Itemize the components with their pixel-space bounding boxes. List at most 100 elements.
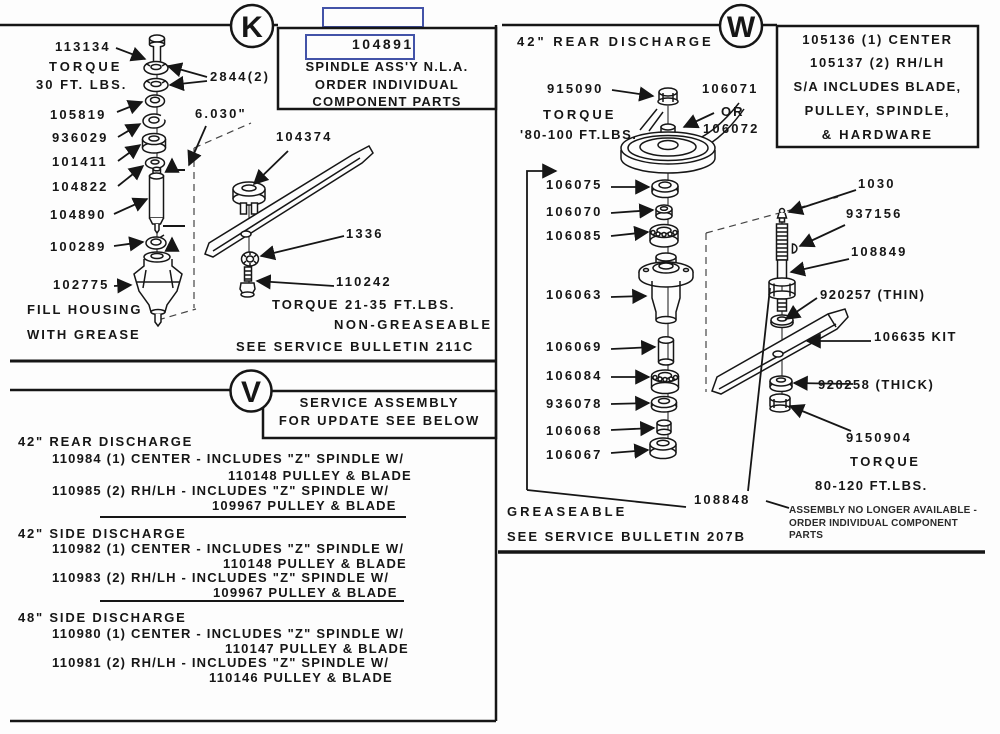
key-937156-drawing	[791, 243, 798, 254]
part-label-936029: 936029	[52, 130, 109, 145]
leader-arrows	[113, 46, 871, 509]
nut-915090-drawing	[657, 87, 679, 106]
highlighted-part-number: 104891	[352, 36, 414, 52]
part-label-106084: 106084	[546, 368, 603, 383]
part-label-torque: TORQUE	[850, 454, 921, 469]
part-label-920257-thin: 920257 (THIN)	[820, 287, 926, 302]
part-label-1030: 1030	[858, 176, 896, 191]
part-label-106063: 106063	[546, 287, 603, 302]
k-info-line-3: COMPONENT PARTS	[312, 94, 462, 109]
k-parts-drawing	[133, 34, 374, 328]
part-label-108849: 108849	[851, 244, 908, 259]
section-borders	[0, 3, 985, 723]
service-assembly-line-110148-pulley-blade: 110148 PULLEY & BLADE	[228, 468, 412, 483]
part-label-see-service-bulletin-207b: SEE SERVICE BULLETIN 207B	[507, 529, 747, 544]
section-letter-v: V	[241, 376, 261, 409]
part-label-non-greaseable: NON-GREASEABLE	[334, 317, 493, 332]
part-label-104822: 104822	[52, 179, 109, 194]
spacer-106069-drawing	[657, 336, 675, 366]
part-label-104890: 104890	[50, 207, 107, 222]
pulley-106071-drawing	[620, 102, 745, 174]
discharge-header-42-rear-discharge: 42" REAR DISCHARGE	[18, 434, 194, 449]
discharge-header-48-side-discharge: 48" SIDE DISCHARGE	[18, 610, 187, 625]
part-label-torque: TORQUE	[543, 107, 617, 122]
blade-k-drawing	[204, 144, 374, 258]
part-label-106070: 106070	[546, 204, 603, 219]
v-service-line-1: SERVICE ASSEMBLY	[299, 395, 460, 410]
service-assembly-line-110980-1-center-includes-z-spindle-w: 110980 (1) CENTER - INCLUDES "Z" SPINDLE…	[52, 626, 405, 641]
part-label-106067: 106067	[546, 447, 603, 462]
part-label-9150904: 9150904	[846, 430, 913, 445]
ring-936029-drawing	[142, 113, 169, 129]
part-label-106069: 106069	[546, 339, 603, 354]
service-assembly-line-110985-2-rh-lh-includes-z-spindle-w: 110985 (2) RH/LH - INCLUDES "Z" SPINDLE …	[52, 483, 390, 498]
assembly-note-line-3: PARTS	[789, 530, 824, 541]
part-label-torque: TORQUE	[49, 59, 123, 74]
service-assembly-line-110983-2-rh-lh-includes-z-spindle-w: 110983 (2) RH/LH - INCLUDES "Z" SPINDLE …	[52, 570, 390, 585]
spacer-106070-drawing	[655, 204, 673, 221]
section-letter-w: W	[727, 11, 756, 44]
part-label-101411: 101411	[52, 154, 108, 169]
k-info-line-2: ORDER INDIVIDUAL	[314, 77, 460, 92]
section-letters: K V W	[241, 11, 756, 409]
part-label-6-030: 6.030"	[195, 106, 247, 121]
service-assembly-line-110148-pulley-blade: 110148 PULLEY & BLADE	[223, 556, 407, 571]
part-label-106071: 106071	[702, 81, 759, 96]
bearing-101411-drawing	[141, 132, 167, 154]
part-label-920258-thick: 920258 (THICK)	[818, 377, 935, 392]
w-info-line-1: 105136 (1) CENTER	[802, 32, 953, 47]
service-assembly-line-110982-1-center-includes-z-spindle-w: 110982 (1) CENTER - INCLUDES "Z" SPINDLE…	[52, 541, 405, 556]
discharge-header-42-side-discharge: 42" SIDE DISCHARGE	[18, 526, 187, 541]
part-label-937156: 937156	[846, 206, 903, 221]
part-label-42-rear-discharge: 42" REAR DISCHARGE	[517, 34, 714, 49]
part-label-fill-housing: FILL HOUSING	[27, 302, 143, 317]
part-label-106635-kit: 106635 KIT	[874, 329, 957, 344]
service-assembly-line-110146-pulley-blade: 110146 PULLEY & BLADE	[209, 670, 393, 685]
washer-105819-drawing	[144, 94, 166, 108]
washer-920258-drawing	[769, 375, 793, 393]
housing-106063-drawing	[638, 252, 694, 325]
part-label-915090: 915090	[547, 81, 604, 96]
part-label-100289: 100289	[50, 239, 107, 254]
part-label-102775: 102775	[53, 277, 110, 292]
service-assembly-line-110147-pulley-blade: 110147 PULLEY & BLADE	[225, 641, 409, 656]
part-label-105819: 105819	[50, 107, 107, 122]
bearing-106085-drawing	[649, 223, 679, 248]
assembly-note-line-2: ORDER INDIVIDUAL COMPONENT	[789, 517, 958, 529]
part-label-or: OR	[721, 104, 745, 119]
w-info-line-3: S/A INCLUDES BLADE,	[793, 79, 962, 94]
part-label-torque-21-35-ft-lbs: TORQUE 21-35 FT.LBS.	[272, 297, 456, 312]
housing-102775-drawing	[133, 251, 183, 328]
bearing-106084-drawing	[650, 369, 680, 395]
w-info-line-2: 105137 (2) RH/LH	[809, 55, 945, 70]
spacer-106068-drawing	[656, 419, 672, 436]
w-parts-drawing	[620, 87, 849, 460]
part-label-80-100-ft-lbs: '80-100 FT.LBS.	[520, 127, 638, 142]
part-label-30-ft-lbs: 30 FT. LBS.	[36, 77, 128, 92]
w-info-line-5: & HARDWARE	[821, 127, 934, 142]
part-label-106075: 106075	[546, 177, 603, 192]
washer-936078-drawing	[650, 395, 678, 413]
washer-1336-drawing	[240, 251, 260, 267]
part-label-110242: 110242	[336, 274, 392, 289]
service-assembly-line-110984-1-center-includes-z-spindle-w: 110984 (1) CENTER - INCLUDES "Z" SPINDLE…	[52, 451, 405, 466]
service-assembly-line-109967-pulley-blade: 109967 PULLEY & BLADE	[212, 498, 397, 513]
part-label-2844-2: 2844(2)	[210, 69, 271, 84]
assembly-note-line-1: ASSEMBLY NO LONGER AVAILABLE -	[789, 505, 978, 516]
k-info-line-1: SPINDLE ASS'Y N.L.A.	[305, 59, 469, 74]
part-label-106068: 106068	[546, 423, 603, 438]
highlight-box-104891	[305, 34, 415, 60]
w-info-line-4: PULLEY, SPINDLE,	[804, 103, 951, 118]
bolt-110242-drawing	[239, 266, 256, 298]
part-label-936078: 936078	[546, 396, 603, 411]
part-label-with-grease: WITH GREASE	[27, 327, 141, 342]
part-label-106085: 106085	[546, 228, 603, 243]
part-label-108848: 108848	[694, 492, 751, 507]
section-letter-k: K	[241, 11, 263, 44]
washer-106075-drawing	[651, 179, 679, 199]
assembly-note: ASSEMBLY NO LONGER AVAILABLE - ORDER IND…	[789, 505, 977, 543]
hub-104374-drawing	[232, 181, 266, 215]
shaft-104890-drawing	[148, 166, 165, 235]
part-label-see-service-bulletin-211c: SEE SERVICE BULLETIN 211C	[236, 339, 475, 354]
